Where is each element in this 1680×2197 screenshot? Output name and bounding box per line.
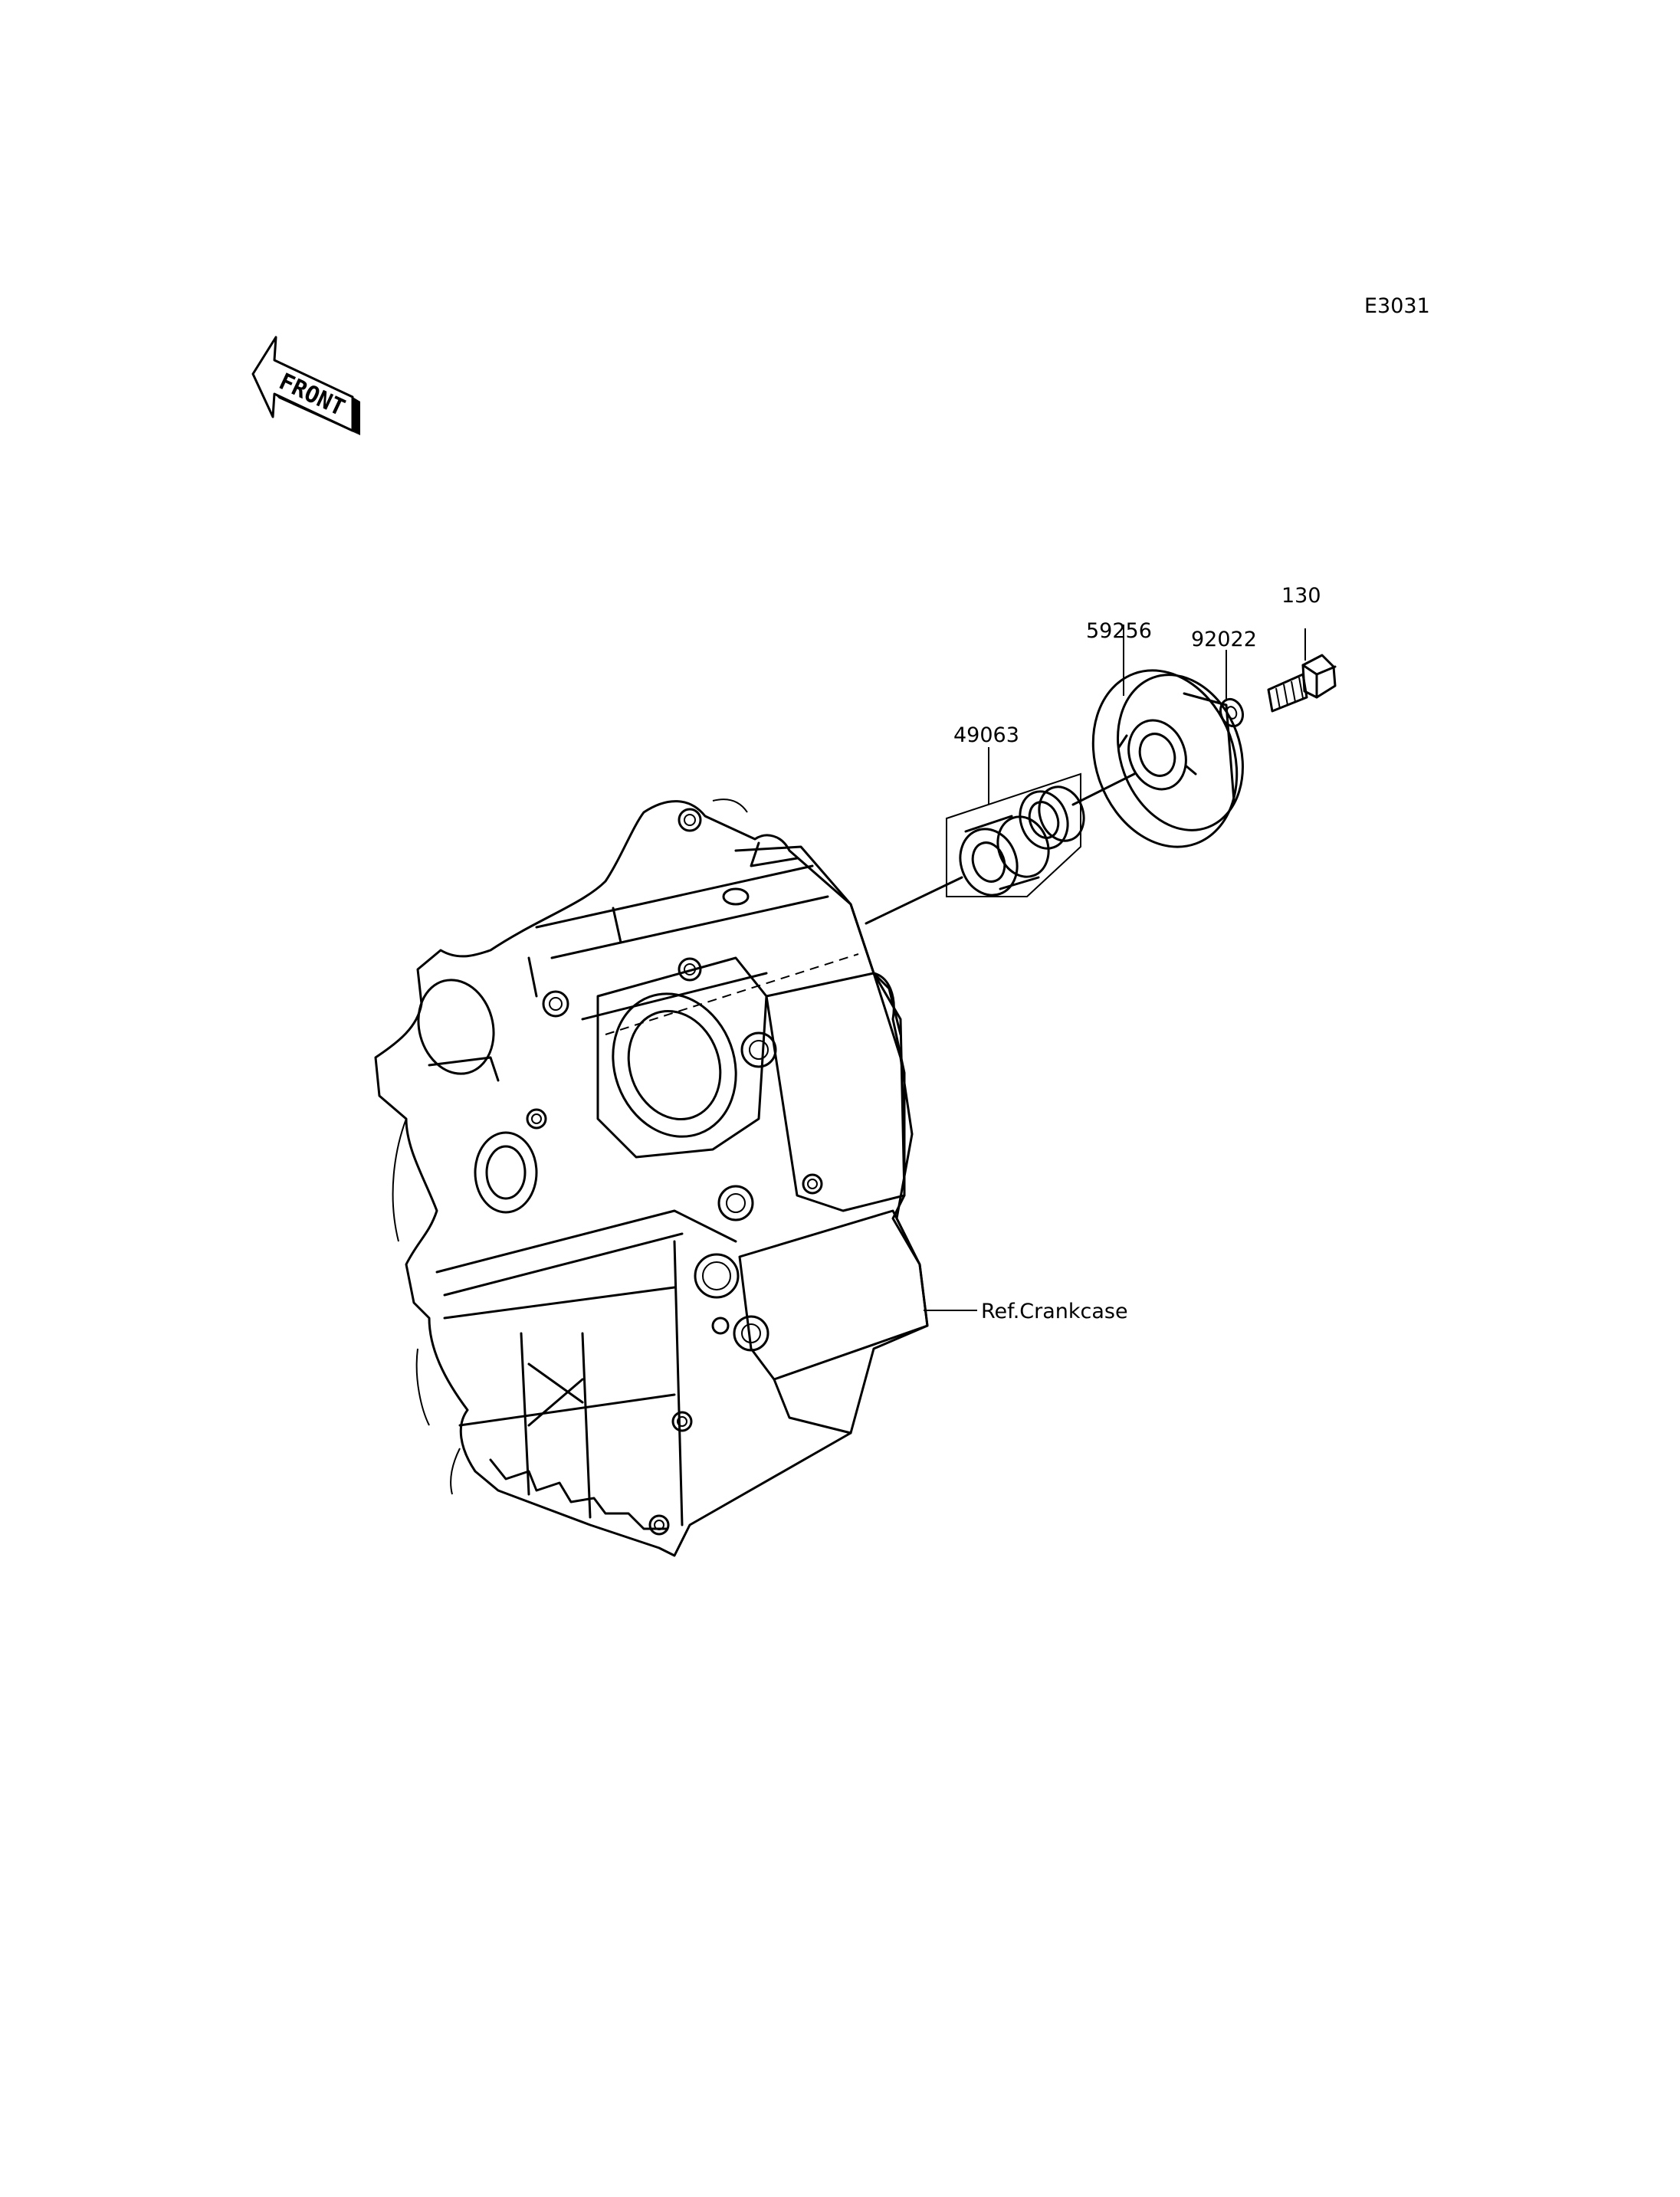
part-number-49063[interactable]: 49063 [953,723,1019,747]
part-49063-drawing [865,772,1136,925]
part-number-130[interactable]: 130 [1281,584,1321,608]
front-arrow-icon: FRONT [251,336,360,435]
part-92022-drawing [1219,697,1245,728]
part-130-drawing [1267,654,1337,713]
part-59256-drawing [1091,669,1244,848]
part-number-92022[interactable]: 92022 [1191,628,1257,651]
part-number-59256[interactable]: 59256 [1086,619,1152,643]
diagram-code: E3031 [1364,294,1430,318]
crankcase-drawing [374,798,929,1557]
front-marker-label: FRONT [275,369,349,422]
leader-lines [924,625,1306,1311]
reference-label: Ref.Crankcase [981,1300,1128,1323]
